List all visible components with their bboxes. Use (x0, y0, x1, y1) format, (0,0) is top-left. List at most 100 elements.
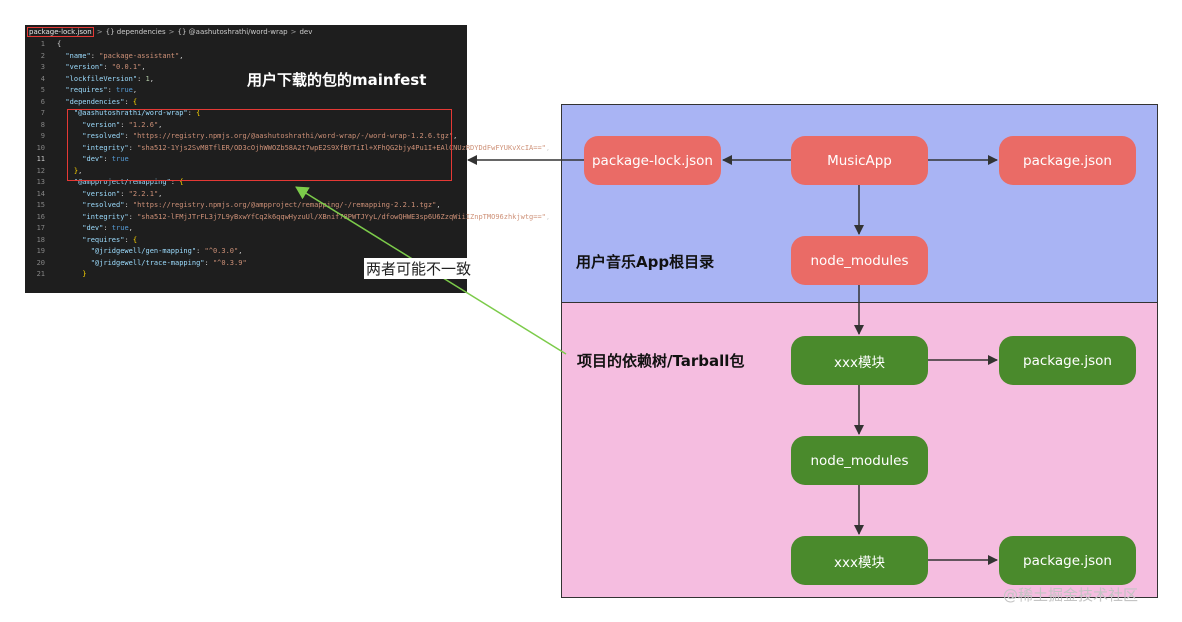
code-line: 16 "integrity": "sha512-lFMjJTrFL3j7L9yB… (25, 212, 551, 224)
code-token: , (78, 166, 83, 175)
code-token: : (103, 155, 112, 163)
code-token: "1.2.6" (128, 120, 159, 129)
breadcrumb-file: package-lock.json (27, 27, 94, 37)
dependency-tree-label: 项目的依赖树/Tarball包 (577, 352, 745, 370)
code-token: : (124, 97, 133, 106)
code-line: 9 "resolved": "https://registry.npmjs.or… (25, 131, 467, 143)
code-line: 5 "requires": true, (25, 85, 467, 97)
code-line: 19 "@jridgewell/gen-mapping": "^0.3.0", (25, 246, 467, 258)
code-token: } (57, 270, 87, 278)
code-line: 20 "@jridgewell/trace-mapping": "^0.3.9" (25, 258, 467, 270)
code-token: , (453, 132, 458, 140)
breadcrumb-dev: dev (299, 28, 313, 36)
editor-caption: 用户下载的包的mainfest (247, 71, 427, 89)
code-token: , (158, 189, 163, 198)
watermark: @稀土掘金技术社区 (1003, 586, 1139, 604)
line-number: 20 (36, 258, 45, 267)
line-number: 5 (40, 86, 45, 94)
code-token: : (90, 51, 100, 60)
code-token: , (132, 86, 138, 94)
code-token: : (128, 143, 138, 152)
code-token: true (111, 155, 129, 163)
code-token: , (149, 74, 154, 83)
code-token: "2.2.1" (128, 189, 159, 198)
code-line: 18 "requires": { (25, 235, 467, 247)
code-token: "lockfileVersion" (57, 74, 138, 83)
code-token: "package-assistant" (99, 51, 180, 60)
inconsistency-note: 两者可能不一致 (364, 258, 474, 279)
code-token: { (179, 178, 184, 186)
code-token: "resolved" (57, 132, 125, 140)
code-line: 13 "@ampproject/remapping": { (25, 177, 467, 189)
line-number: 9 (40, 132, 45, 140)
code-line: 12 }, (25, 166, 467, 178)
code-token: "sha512-lFMjJTrFL3j7L9yBxwYfCq2k6qqwHyzu… (137, 212, 546, 221)
code-lines: 1{2 "name": "package-assistant",3 "versi… (25, 39, 551, 281)
code-token: : (124, 201, 133, 209)
breadcrumb: package-lock.json>{} dependencies>{} @aa… (27, 27, 313, 37)
code-token: "integrity" (57, 143, 129, 152)
code-line: 10 "integrity": "sha512-1Yjs2SvM8TflER/O… (25, 143, 551, 155)
code-token: : (120, 120, 129, 129)
code-editor-screenshot: package-lock.json>{} dependencies>{} @aa… (25, 25, 551, 293)
node-package-json-1: package.json (999, 336, 1136, 385)
code-token: { (196, 109, 201, 117)
code-line: 7 "@aashutoshrathi/word-wrap": { (25, 108, 467, 120)
code-token: "version" (57, 120, 121, 129)
line-number: 10 (36, 143, 45, 152)
code-token: : (204, 258, 213, 267)
code-token: , (128, 224, 133, 232)
line-number: 12 (36, 166, 45, 175)
code-token: : (103, 63, 112, 71)
code-token: "@ampproject/remapping" (57, 178, 171, 186)
code-token: "@jridgewell/gen-mapping" (57, 247, 197, 255)
line-number: 14 (36, 189, 45, 198)
code-token: { (57, 40, 62, 48)
line-number: 16 (36, 212, 45, 221)
code-token: "sha512-1Yjs2SvM8TflER/OD3cOjhWWOZb58A2t… (137, 143, 546, 152)
code-token: "https://registry.npmjs.org/@aashutoshra… (132, 132, 454, 140)
code-line: 1{ (25, 39, 467, 51)
code-token: : (103, 224, 112, 232)
code-token: "dev" (57, 224, 104, 232)
code-token: "@aashutoshrathi/word-wrap" (57, 109, 188, 117)
code-line: 11 "dev": true (25, 154, 467, 166)
code-line: 14 "version": "2.2.1", (25, 189, 467, 201)
breadcrumb-word-wrap: {} @aashutoshrathi/word-wrap (177, 28, 288, 36)
code-token: "version" (57, 189, 121, 198)
code-token: "integrity" (57, 212, 129, 221)
node-node-modules-mid: node_modules (791, 436, 928, 485)
code-token: : (124, 235, 133, 244)
code-token: "^0.3.9" (212, 258, 247, 267)
code-token: : (187, 109, 197, 117)
code-token: "https://registry.npmjs.org/@ampproject/… (132, 201, 437, 209)
line-number: 7 (40, 109, 45, 117)
code-line: 15 "resolved": "https://registry.npmjs.o… (25, 200, 467, 212)
line-number: 4 (40, 74, 45, 83)
line-number: 2 (40, 51, 45, 60)
code-token: "name" (57, 51, 91, 60)
code-token: : (170, 178, 180, 186)
code-token: true (111, 224, 129, 232)
line-number: 18 (36, 235, 45, 244)
line-number: 15 (36, 201, 45, 209)
code-token: "resolved" (57, 201, 125, 209)
node-node-modules-top: node_modules (791, 236, 928, 285)
code-token: "0.0.1" (111, 63, 142, 71)
node-musicapp: MusicApp (791, 136, 928, 185)
code-token: , (545, 212, 551, 221)
code-token: : (124, 132, 133, 140)
code-token: : (107, 86, 117, 94)
code-line: 4 "lockfileVersion": 1, (25, 74, 467, 86)
code-token: { (132, 97, 138, 106)
code-token: : (137, 74, 146, 83)
code-token: : (120, 189, 129, 198)
line-number: 13 (36, 178, 45, 186)
code-token: , (436, 201, 441, 209)
node-module-1: xxx模块 (791, 336, 928, 385)
code-token: , (545, 143, 551, 152)
code-token: "dependencies" (57, 97, 125, 106)
line-number: 19 (36, 247, 45, 255)
line-number: 11 (36, 155, 45, 163)
